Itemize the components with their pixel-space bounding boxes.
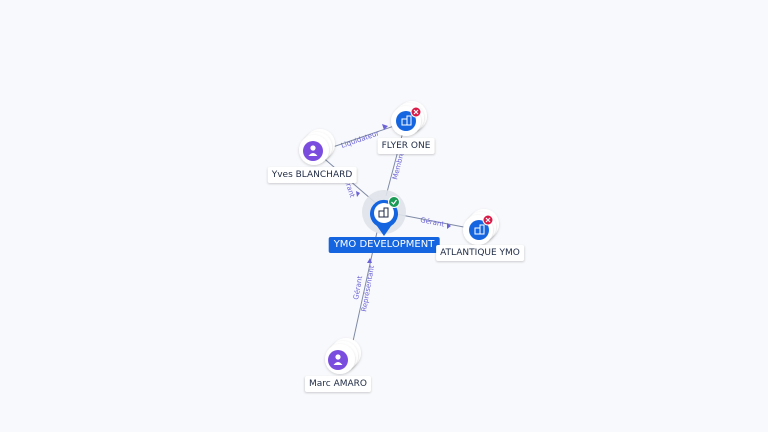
edge-label-membre: Membre (391, 151, 406, 181)
node-flyer-one[interactable] (391, 101, 427, 136)
building-icon (474, 224, 485, 235)
node-yves-blanchard[interactable] (299, 129, 335, 165)
close-icon (413, 109, 419, 115)
node-ymo-development[interactable] (362, 190, 406, 236)
arrow-yves-main (356, 191, 360, 197)
node-label-yves-blanchard[interactable]: Yves BLANCHARD (267, 167, 357, 183)
edge-label-liquidateur: Liquidateur (340, 129, 380, 150)
arrow-main-atlantique (447, 223, 451, 229)
node-label-marc-amaro[interactable]: Marc AMARO (304, 376, 372, 392)
edge-main-atlantique (395, 213, 475, 230)
edge-yves-flyer (323, 123, 401, 151)
edges (319, 123, 475, 356)
node-label-flyer-one[interactable]: FLYER ONE (377, 138, 435, 154)
node-atlantique-ymo[interactable] (463, 209, 499, 245)
edge-label-gerant-atlantique: Gérant (420, 216, 445, 228)
node-label-atlantique-ymo[interactable]: ATLANTIQUE YMO (436, 245, 524, 261)
edge-label-representant: Représentant (360, 264, 376, 312)
building-icon (378, 207, 389, 218)
active-status-badge (388, 196, 400, 208)
node-label-ymo-development[interactable]: YMO DEVELOPMENT (328, 237, 440, 253)
arrow-yves-flyer (382, 124, 388, 130)
node-marc-amaro[interactable] (325, 338, 361, 374)
building-icon (401, 115, 412, 126)
close-icon (485, 217, 491, 223)
person-icon (308, 145, 318, 156)
person-icon (333, 354, 343, 365)
check-icon (391, 199, 397, 205)
arrow-marc-main (367, 258, 372, 263)
